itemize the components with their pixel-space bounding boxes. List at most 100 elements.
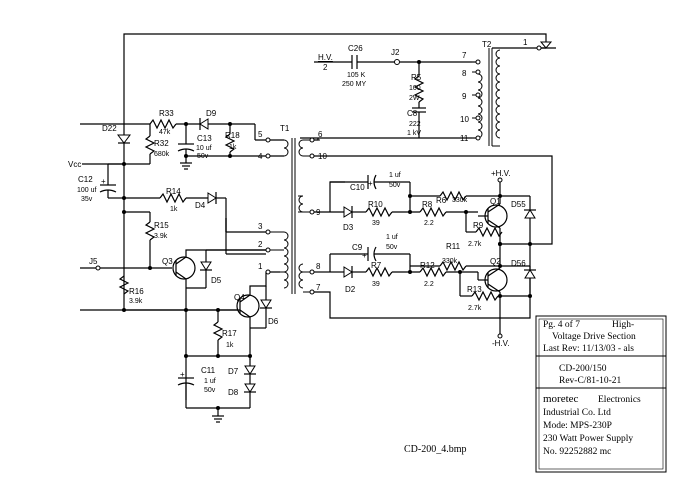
t2-pin1: 1 — [523, 38, 528, 47]
c13-v2: 50v — [197, 153, 209, 160]
r14-label: R14 — [166, 187, 181, 196]
d55-label: D55 — [511, 200, 526, 209]
tb-model2: Rev-C/81-10-21 — [559, 376, 622, 386]
r5-v2: 2W — [409, 95, 420, 102]
transformer-t1 — [225, 137, 320, 295]
t2-pin7: 7 — [462, 51, 467, 60]
c12-plus: + — [101, 177, 106, 186]
q2-branch — [314, 242, 536, 336]
r5-v1: 100 — [409, 85, 421, 92]
q3-stage — [80, 211, 266, 400]
q4-label: Q4 — [234, 293, 245, 302]
hv-minus-label: -H.V. — [492, 339, 510, 348]
r32-val: 680k — [154, 151, 170, 158]
d7-label: D7 — [228, 367, 239, 376]
c10-v2: 50v — [389, 182, 401, 189]
c26-label: C26 — [348, 44, 363, 53]
r16-label: R16 — [129, 287, 144, 296]
d4-label: D4 — [195, 201, 206, 210]
d9-label: D9 — [206, 109, 217, 118]
r16-network — [118, 275, 130, 295]
q2-label: Q2 — [490, 257, 501, 266]
tb-rev: Last Rev: 11/13/03 - als — [543, 344, 634, 354]
t1-pin3: 3 — [258, 222, 263, 231]
r14-d4-network — [124, 192, 266, 255]
t1-pin7: 7 — [316, 283, 321, 292]
r18-label: R18 — [225, 131, 240, 140]
t2-pin9: 9 — [462, 92, 467, 101]
c8-label: C8 — [407, 109, 418, 118]
c13-v1: 10 uf — [196, 145, 212, 152]
r32-label: R32 — [154, 139, 169, 148]
c8-v2: 1 kV — [407, 130, 421, 137]
d6-label: D6 — [268, 317, 279, 326]
tb-section1: High- — [612, 320, 634, 330]
hv-in-label: H.V. — [318, 53, 333, 62]
r13-label: R13 — [467, 285, 482, 294]
tb-model1: CD-200/150 — [559, 364, 607, 374]
c9-v1: 1 uf — [386, 234, 398, 241]
r14-val: 1k — [170, 206, 178, 213]
d56-label: D56 — [511, 259, 526, 268]
c10-plus: + — [368, 179, 373, 188]
r10-val: 39 — [372, 220, 380, 227]
r12-label: R12 — [420, 261, 435, 270]
tb-mode: Mode: MPS-230P — [543, 421, 612, 431]
tb-page: Pg. 4 of 7 — [543, 319, 580, 330]
c11-v1: 1 uf — [204, 378, 216, 385]
hv-terminals — [497, 177, 503, 339]
t2-label: T2 — [482, 40, 492, 49]
t1-pin6: 6 — [318, 130, 323, 139]
c10-v1: 1 uf — [389, 172, 401, 179]
c9-v2: 50v — [386, 244, 398, 251]
c13-label: C13 — [197, 134, 212, 143]
t1-pin10: 10 — [318, 152, 327, 161]
t1-primary-links — [206, 218, 266, 251]
c12-v2: 35v — [81, 196, 93, 203]
j2-label: J2 — [391, 48, 400, 57]
r13-val: 2.7k — [468, 305, 482, 312]
c9-plus: + — [362, 251, 367, 260]
c11-v2: 50v — [204, 387, 216, 394]
c10-label: C10 — [350, 183, 365, 192]
r18-val: 1k — [229, 144, 237, 151]
r33-label: R33 — [159, 109, 174, 118]
r9-val: 2.7k — [468, 241, 482, 248]
r7-val: 39 — [372, 281, 380, 288]
hv-in-num: 2 — [323, 63, 328, 72]
t2-pin8: 8 — [462, 69, 467, 78]
d2-label: D2 — [345, 285, 356, 294]
q3-label: Q3 — [162, 257, 173, 266]
r10-label: R10 — [368, 200, 383, 209]
q1-branch — [330, 174, 536, 246]
q1-label: Q1 — [490, 197, 501, 206]
title-block: Pg. 4 of 7 High- Voltage Drive Section L… — [535, 315, 667, 473]
hv-output-network — [300, 55, 478, 139]
hv-plus-label: +H.V. — [491, 169, 511, 178]
r33-val: 47k — [159, 129, 171, 136]
r17-val: 1k — [226, 342, 234, 349]
q4-stage — [124, 271, 280, 423]
t1-label: T1 — [280, 124, 290, 133]
vcc-label: Vcc — [68, 160, 81, 169]
d8-label: D8 — [228, 388, 239, 397]
r16-val: 3.9k — [129, 298, 143, 305]
t1-pin9: 9 — [316, 208, 321, 217]
tb-section2: Voltage Drive Section — [552, 332, 636, 342]
tb-company1b: Electronics — [598, 395, 641, 405]
c9-label: C9 — [352, 243, 363, 252]
c12-label: C12 — [78, 175, 93, 184]
t1-pin8: 8 — [316, 262, 321, 271]
d22-label: D22 — [102, 124, 117, 133]
t1-pin1: 1 — [258, 262, 263, 271]
d3-label: D3 — [343, 223, 354, 232]
r17-label: R17 — [222, 329, 237, 338]
tb-supply: 230 Watt Power Supply — [543, 434, 633, 444]
r11-val: 330k — [442, 258, 458, 265]
c26-val2: 250 MY — [342, 81, 366, 88]
t1-pin4: 4 — [258, 152, 263, 161]
r8-val: 2.2 — [424, 220, 434, 227]
r8-label: R8 — [422, 200, 433, 209]
tb-company2: Industrial Co. Ltd — [543, 408, 611, 418]
t2-pin10: 10 — [460, 115, 469, 124]
